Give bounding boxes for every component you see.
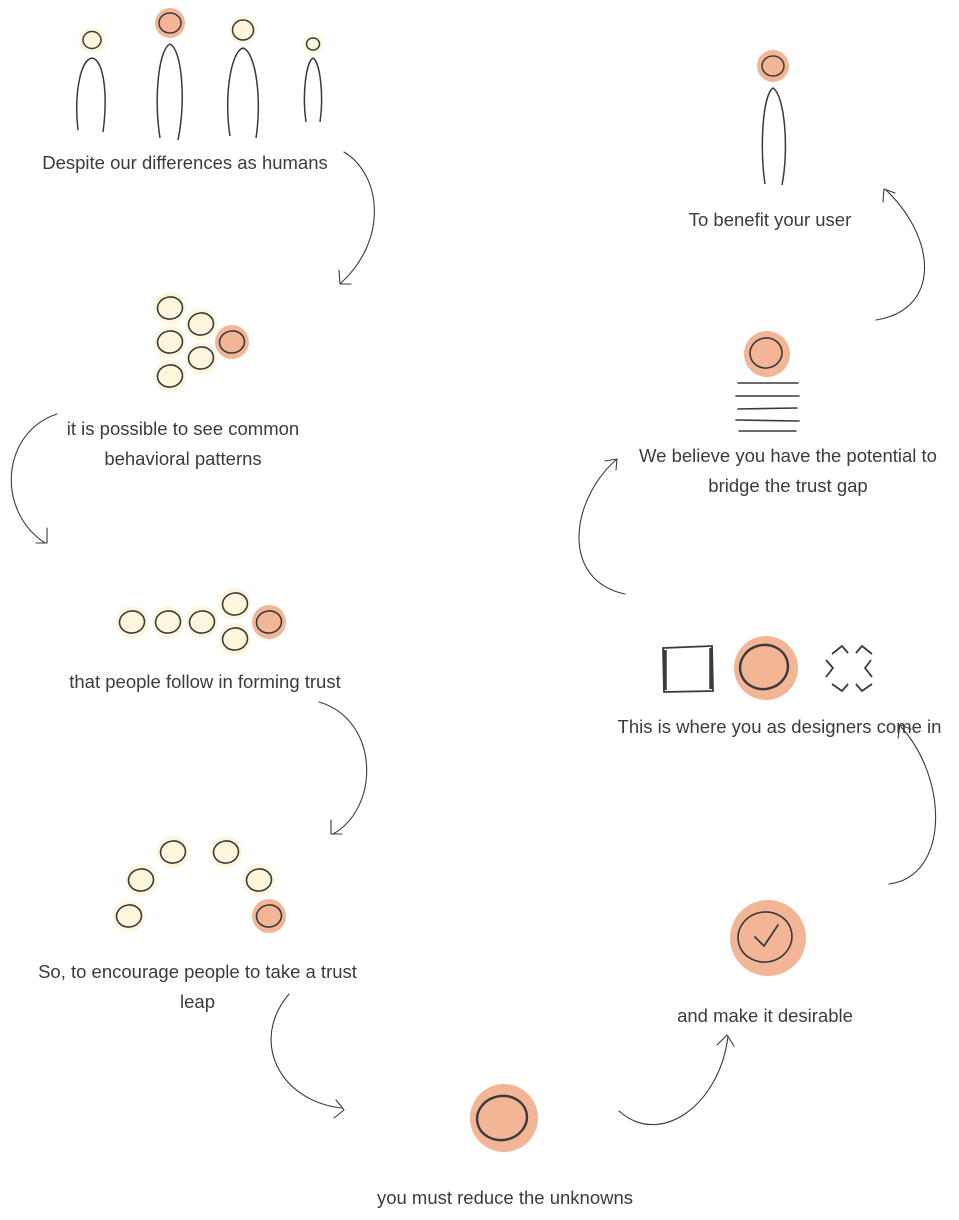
circle-icon xyxy=(734,636,798,700)
circle-cluster-icon xyxy=(153,291,250,393)
circle-arch-icon xyxy=(112,835,287,934)
arrow-4-5 xyxy=(270,993,345,1119)
step-caption: that people follow in forming trust xyxy=(69,671,341,692)
step-caption: So, to encourage people to take a trust … xyxy=(38,961,357,1012)
arrow-3-4 xyxy=(318,701,368,835)
designer-tools-icon xyxy=(662,636,873,700)
step-caption: Despite our differences as humans xyxy=(42,152,328,173)
arrow-8-9 xyxy=(875,188,926,321)
bridge-icon xyxy=(735,331,800,432)
person-icon xyxy=(76,27,106,133)
person-icon xyxy=(226,16,260,139)
check-circle-icon xyxy=(730,900,806,976)
step-caption: you must reduce the unknowns xyxy=(376,1187,634,1208)
arrow-6-7 xyxy=(888,724,937,885)
circle-pattern-icon xyxy=(115,587,287,656)
single-circle-icon xyxy=(470,1084,538,1152)
expand-icon xyxy=(825,645,873,692)
person-icon xyxy=(303,34,323,123)
step-caption: We believe you have the potential to bri… xyxy=(639,445,937,496)
step-caption: it is possible to see common behavioral … xyxy=(66,418,300,469)
person-icon xyxy=(155,8,185,141)
user-icon xyxy=(757,50,789,186)
step-caption: and make it desirable xyxy=(677,1005,853,1026)
arrow-1-2 xyxy=(338,151,375,285)
arrow-5-6 xyxy=(618,1034,735,1126)
step-caption: To benefit your user xyxy=(688,209,852,230)
square-icon xyxy=(662,645,714,693)
arrow-2-3 xyxy=(10,413,58,544)
people-group-icon xyxy=(76,8,323,141)
step-caption: This is where you as designers come in xyxy=(617,716,942,737)
arrow-7-8 xyxy=(578,458,626,595)
